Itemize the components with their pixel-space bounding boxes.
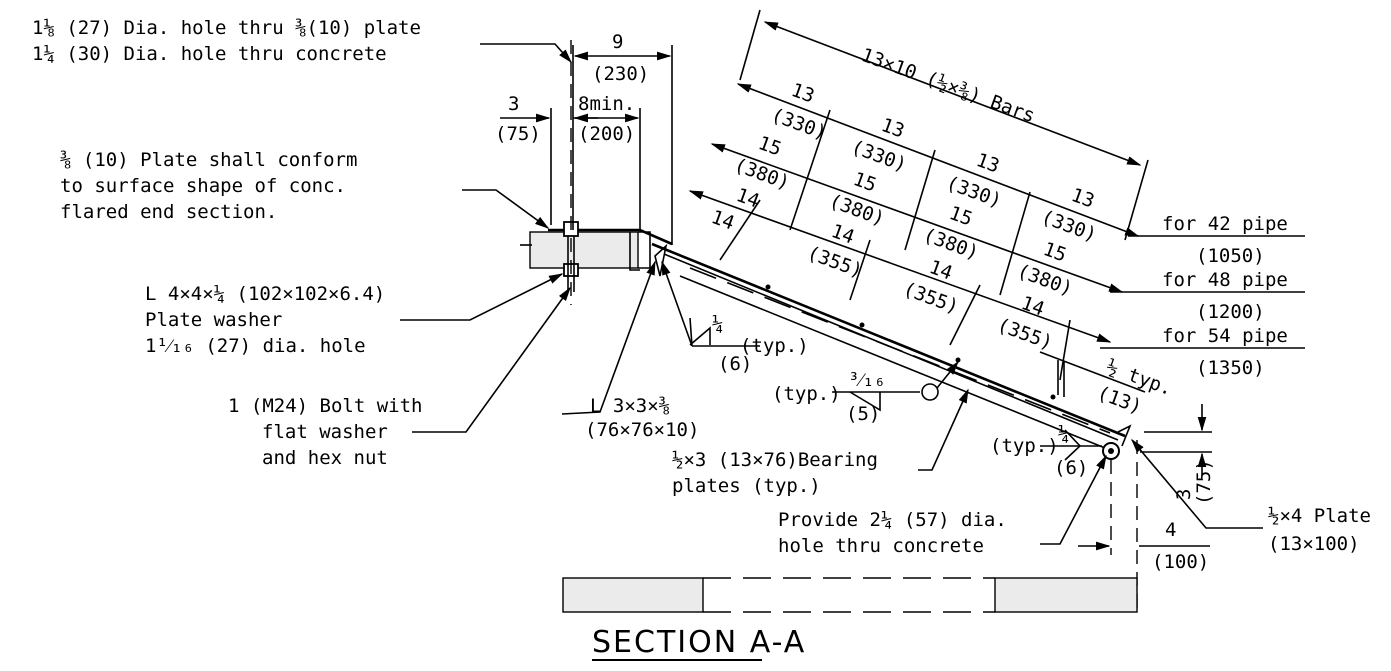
dim-14-c: 14 — [926, 256, 955, 285]
dim-14-a-mm: 14 — [708, 206, 737, 235]
note-conform-1: ⅜ (10) Plate shall conform — [60, 149, 357, 171]
note-end-plate-1: ½×4 Plate — [1268, 505, 1371, 527]
dim-15-d: 15 — [1040, 238, 1069, 267]
dim-v3-mm: (75) — [1193, 459, 1215, 505]
pipe-42-mm: (1050) — [1196, 245, 1265, 267]
note-conform-3: flared end section. — [60, 201, 277, 223]
pipe-54: for 54 pipe — [1162, 325, 1288, 347]
note-angle-3: 1¹⁄₁₆ (27) dia. hole — [145, 335, 366, 357]
note-bearing-1: ½×3 (13×76)Bearing — [672, 449, 878, 471]
dim-3-vertical: 3 (75) — [1140, 404, 1215, 505]
dim-8: 8min. (200) — [573, 93, 641, 230]
dim-14-b: 14 — [828, 220, 857, 249]
weld-symbol-3: ¼ (6) (typ.) — [990, 423, 1102, 479]
dim-14-d: 14 — [1018, 292, 1047, 321]
note-angle-2: Plate washer — [145, 309, 282, 331]
dim-9-text: 9 — [612, 31, 623, 53]
dim-8-text: 8min. — [578, 93, 635, 115]
dim-14-d-mm: (355) — [994, 314, 1055, 354]
dim-15-b: 15 — [850, 168, 879, 197]
dim-4-text: 4 — [1165, 519, 1176, 541]
note-angle-1: L 4×4×¼ (102×102×6.4) — [145, 283, 385, 305]
pipe-48-mm: (1200) — [1196, 301, 1265, 323]
weld-3-size: ¼ — [1058, 423, 1069, 445]
angle-4x4 — [629, 232, 640, 271]
note-bolt-2: flat washer — [262, 421, 388, 443]
weld-1-size: ¼ — [712, 313, 723, 335]
note-bearing-2: plates (typ.) — [672, 475, 821, 497]
bottom-concrete-slab — [562, 577, 1138, 613]
note-hole-concrete: 1¼ (30) Dia. hole thru concrete — [32, 43, 387, 65]
dim-3-top-mm: (75) — [495, 123, 541, 145]
dim-13-d: 13 — [1068, 184, 1097, 213]
dim-13-c: 13 — [973, 149, 1002, 178]
dim-4: 4 (100) — [1078, 519, 1210, 573]
note-conform-2: to surface shape of conc. — [60, 175, 346, 197]
pipe-42: for 42 pipe — [1162, 213, 1288, 235]
dim-13-a: 13 — [788, 79, 817, 108]
note-provide-1: Provide 2¼ (57) dia. — [778, 509, 1007, 531]
dim-9: 9 (230) — [572, 31, 673, 245]
dim-15-d-mm: (380) — [1014, 260, 1075, 300]
note-bolt-3: and hex nut — [262, 447, 388, 469]
weld-symbol-1: ¼ (6) (typ.) — [661, 260, 809, 375]
note-small-angle-1: L 3×3×⅜ — [590, 395, 670, 417]
section-title: SECTION A-A — [592, 625, 806, 660]
weld-symbol-2: ³⁄₁₆ (5) (typ.) — [772, 360, 959, 425]
dim-v3: 3 — [1173, 489, 1195, 500]
note-provide-2: hole thru concrete — [778, 535, 984, 557]
dim-9-mm: (230) — [592, 63, 649, 85]
anchor-bolt — [563, 40, 579, 305]
note-hole-plate: 1⅛ (27) Dia. hole thru ⅜(10) plate — [32, 17, 421, 39]
dim-14-b-mm: (355) — [804, 242, 865, 282]
note-bolt-1: 1 (M24) Bolt with — [228, 395, 422, 417]
dim-4-mm: (100) — [1152, 551, 1209, 573]
pipe-48: for 48 pipe — [1162, 269, 1288, 291]
middle-notes: L 3×3×⅜ (76×76×10) ½×3 (13×76)Bearing pl… — [561, 260, 1107, 557]
dim-15-c: 15 — [946, 202, 975, 231]
left-notes: 1⅛ (27) Dia. hole thru ⅜(10) plate 1¼ (3… — [32, 17, 572, 469]
weld-3-typ: (typ.) — [990, 435, 1059, 457]
weld-2-mm: (5) — [846, 403, 880, 425]
bar-dimension-lines — [688, 9, 1305, 381]
weld-3-mm: (6) — [1054, 457, 1088, 479]
dim-14-c-mm: (355) — [900, 278, 961, 318]
dim-3-top: 3 (75) — [495, 93, 598, 225]
dim-15-a: 15 — [755, 132, 784, 161]
note-end-plate-2: (13×100) — [1268, 533, 1360, 555]
end-plate-note: ½×4 Plate (13×100) — [1131, 438, 1371, 555]
dim-3-top-text: 3 — [508, 93, 519, 115]
pipe-54-mm: (1350) — [1196, 357, 1265, 379]
weld-1-mm: (6) — [718, 353, 752, 375]
dim-8-mm: (200) — [578, 123, 635, 145]
weld-1-typ: (typ.) — [740, 335, 809, 357]
weld-2-typ: (typ.) — [772, 383, 841, 405]
weld-2-size: ³⁄₁₆ — [848, 369, 886, 391]
note-small-angle-2: (76×76×10) — [585, 419, 699, 441]
pipe-labels: for 42 pipe (1050) for 48 pipe (1200) fo… — [1162, 213, 1288, 379]
